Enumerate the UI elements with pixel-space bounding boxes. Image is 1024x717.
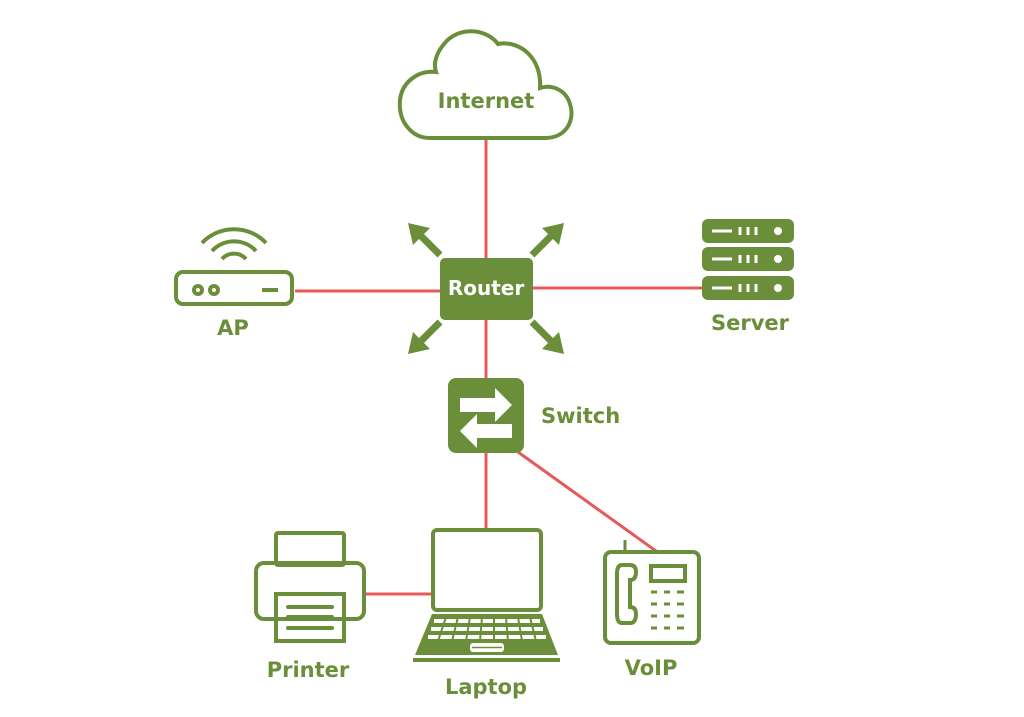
internet-label: Internet [438,89,535,113]
laptop-node[interactable]: Laptop [413,528,560,699]
router-label: Router [448,276,525,300]
router-box [440,258,533,320]
link-switch-voip [517,450,657,553]
wifi-icon [200,227,268,261]
switch-label: Switch [541,404,620,428]
printer-icon [254,531,366,643]
switch-box [448,378,524,453]
laptop-icon [413,528,560,662]
server-label: Server [711,311,790,335]
ap-label: AP [217,316,249,340]
server-rack-icon [702,219,794,300]
access-point-icon [174,270,294,306]
desk-phone-icon [603,540,701,645]
cloud-icon [397,29,574,140]
switch-arrows-icon [460,388,512,448]
server-node[interactable]: Server [702,219,794,335]
internet-node[interactable]: Internet [397,29,574,140]
router-arrows-icon [408,223,564,354]
printer-node[interactable]: Printer [254,531,366,682]
voip-node[interactable]: VoIP [603,540,701,680]
laptop-label: Laptop [445,675,527,699]
router-node[interactable]: Router [408,223,564,354]
printer-label: Printer [267,658,350,682]
switch-node[interactable]: Switch [448,378,620,453]
voip-label: VoIP [625,656,678,680]
ap-node[interactable]: AP [174,227,294,340]
